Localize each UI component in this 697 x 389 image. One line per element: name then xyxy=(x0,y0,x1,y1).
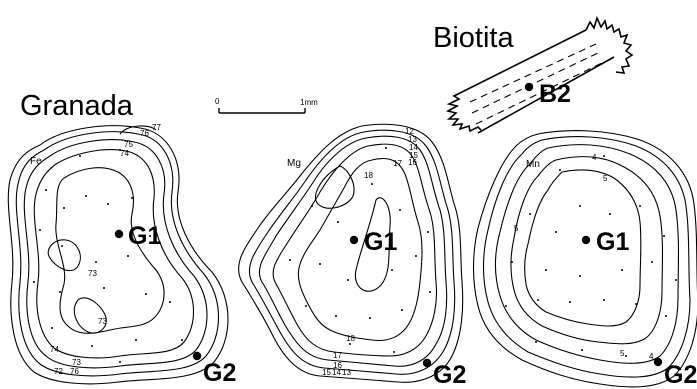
mn-contour-label: 4 xyxy=(592,154,596,162)
mg-contour-label: 16 xyxy=(408,159,417,167)
g2-mg-marker xyxy=(423,359,431,367)
scale-unit-label: 1mm xyxy=(300,99,318,107)
fe-contour-label: 74 xyxy=(120,150,129,158)
mg-contour-label: 17 xyxy=(333,352,342,360)
key-points xyxy=(115,83,662,367)
mn-contour-label: 5 xyxy=(603,175,607,183)
mg-contour-label: 17 xyxy=(393,160,402,168)
panel-fe-element-label: Fe xyxy=(30,157,42,167)
mg-contour-label: 15 xyxy=(322,369,331,377)
fe-contour-label: 73 xyxy=(88,270,97,278)
fe-contour-label: 76 xyxy=(140,130,149,138)
granada-label: Granada xyxy=(20,92,133,121)
b2-marker xyxy=(525,83,533,91)
g1-mg-marker xyxy=(350,236,358,244)
panel-fe-g2-label: G2 xyxy=(203,361,236,386)
mn-contour-label: 5 xyxy=(514,225,518,233)
panel-mn-contours xyxy=(474,131,697,387)
mn-contour-label: 5 xyxy=(620,350,624,358)
biotite-b2-label: B2 xyxy=(539,82,571,107)
g1-mn-marker xyxy=(582,236,590,244)
fe-contour-label: 74 xyxy=(50,346,59,354)
g2-fe-marker xyxy=(193,352,201,360)
fe-contour-label: 77 xyxy=(152,124,161,132)
mg-contour-label: 14 xyxy=(332,369,341,377)
panel-mn-g2-label: G2 xyxy=(664,363,697,388)
biotita-label: Biotita xyxy=(433,24,514,53)
panel-mg-g2-label: G2 xyxy=(433,363,466,388)
scale-zero-label: 0 xyxy=(215,98,219,106)
panel-fe-g1-label: G1 xyxy=(128,224,161,249)
sample-points xyxy=(33,147,677,363)
mg-contour-label: 18 xyxy=(364,172,373,180)
g1-fe-marker xyxy=(115,230,123,238)
fe-contour-label: 73 xyxy=(72,359,81,367)
mg-contour-label: 18 xyxy=(346,335,355,343)
fe-contour-label: 76 xyxy=(70,368,79,376)
mg-contour-label: 13 xyxy=(342,369,351,377)
g2-mn-marker xyxy=(654,358,662,366)
fe-contour-label: 72 xyxy=(54,368,63,376)
panel-mn-element-label: Mn xyxy=(526,160,540,170)
scale-bar xyxy=(219,108,305,113)
mn-contour-label: 4 xyxy=(649,353,653,361)
panel-mg-element-label: Mg xyxy=(287,159,301,169)
fe-contour-label: 73 xyxy=(98,318,107,326)
fe-contour-label: 75 xyxy=(124,141,133,149)
panel-mn-g1-label: G1 xyxy=(596,230,629,255)
panel-mg-g1-label: G1 xyxy=(364,230,397,255)
